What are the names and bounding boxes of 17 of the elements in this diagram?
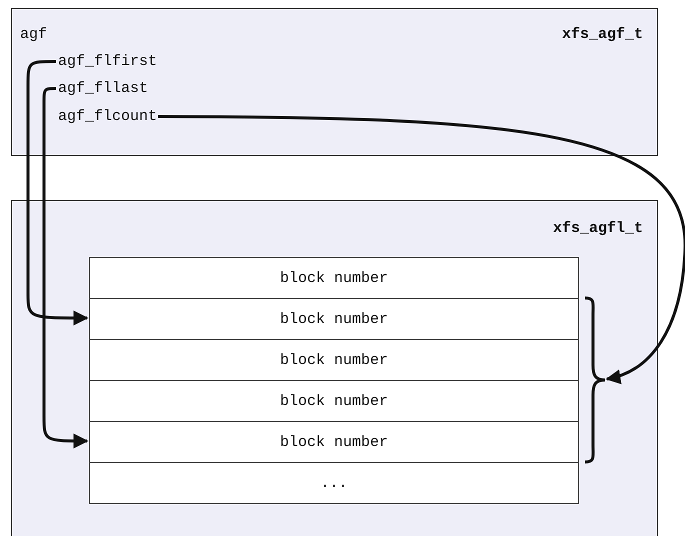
- table-row: block number: [89, 421, 579, 463]
- type-name: xfs_agfl_t: [552, 220, 643, 237]
- field-name: agf_flfirst: [58, 53, 158, 70]
- type-name: xfs_agf_t: [562, 26, 643, 43]
- table-row: block number: [89, 380, 579, 422]
- table-row: block number: [89, 339, 579, 381]
- struct-name: agf: [20, 26, 48, 43]
- field-name: agf_fllast: [58, 80, 148, 97]
- table-row: block number: [89, 298, 579, 340]
- struct-box: [11, 8, 658, 156]
- arrow: [26, 60, 88, 326]
- struct-box: [11, 200, 658, 536]
- curly-bracket: [583, 295, 607, 465]
- arrow: [158, 115, 685, 384]
- table-row: ...: [89, 462, 579, 504]
- table-row: block number: [89, 257, 579, 299]
- field-name: agf_flcount: [58, 108, 158, 125]
